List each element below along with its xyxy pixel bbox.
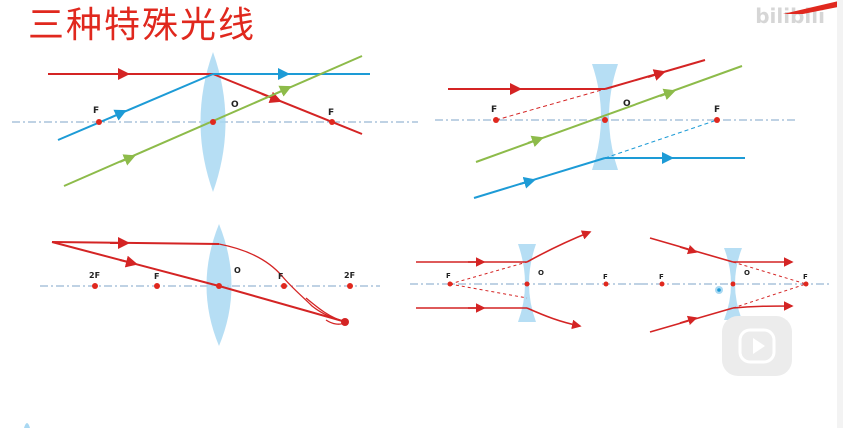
focus-label: F xyxy=(278,272,283,281)
origin-label: O xyxy=(538,269,544,277)
ray-extension-red xyxy=(449,283,528,299)
optical-center xyxy=(602,117,608,123)
focus-label: F xyxy=(446,272,451,280)
play-icon xyxy=(738,328,776,364)
origin-label: O xyxy=(234,266,241,275)
focus-label: F xyxy=(603,273,608,281)
ray-arrow xyxy=(679,245,698,255)
origin-label: O xyxy=(623,99,631,109)
handwritten-trace xyxy=(305,297,348,325)
ray-arrow xyxy=(647,69,666,81)
ray-arrow xyxy=(659,88,676,101)
ray-parallel-red xyxy=(51,241,220,245)
ray-arrow xyxy=(519,176,536,189)
ray-arrow xyxy=(119,154,136,166)
focus-label: F xyxy=(714,105,720,115)
double-focus-label: 2F xyxy=(89,271,100,280)
ray-arrow xyxy=(261,91,282,103)
ray-extension-red xyxy=(495,88,606,121)
handwritten-trace xyxy=(218,243,347,323)
optical-center xyxy=(216,283,222,289)
focus-label: F xyxy=(491,105,497,115)
focus-point-right xyxy=(281,283,287,289)
double-focus-left xyxy=(92,283,98,289)
origin-label: O xyxy=(744,269,750,277)
image-point xyxy=(341,318,349,326)
play-button[interactable] xyxy=(722,316,792,376)
ray-extension-red xyxy=(449,261,528,285)
ray-arrow xyxy=(679,315,698,325)
focus-point-right xyxy=(603,281,609,287)
convex-lens-panel: F O F xyxy=(12,52,418,192)
corner-stripe-icon xyxy=(783,0,843,14)
focus-label: F xyxy=(803,273,808,281)
ray-arrow xyxy=(274,85,292,97)
ray-diverged-red xyxy=(526,230,592,263)
focus-point-right xyxy=(329,119,335,125)
lens-fragment xyxy=(24,423,30,428)
focus-label: F xyxy=(328,108,334,118)
focus-label: F xyxy=(659,273,664,281)
ray-diverged-red xyxy=(526,307,582,330)
convex-lens-2f-panel: 2F F O F 2F xyxy=(40,224,380,346)
focus-point-left xyxy=(96,119,102,125)
optical-center xyxy=(730,281,736,287)
ray-refracted-red xyxy=(218,285,347,323)
concave-lens-panel: F O F xyxy=(435,59,795,199)
ray-arrow xyxy=(109,109,127,121)
optical-center xyxy=(524,281,530,287)
ray-focal-blue xyxy=(57,73,214,141)
concave-lens-converging-panel: F O F xyxy=(640,237,830,333)
focus-point-left xyxy=(447,281,453,287)
ray-parallel-red xyxy=(732,301,794,311)
focus-label: F xyxy=(93,106,99,116)
double-focus-label: 2F xyxy=(344,271,355,280)
scrollbar[interactable] xyxy=(837,0,843,428)
concave-lens-small-panel: F O F xyxy=(410,230,640,330)
marker-dot xyxy=(717,288,721,292)
ray-extension-red xyxy=(732,283,807,309)
focus-point-right xyxy=(714,117,720,123)
focus-point-right xyxy=(803,281,809,287)
page-title: 三种特殊光线 xyxy=(28,5,257,46)
ray-arrow xyxy=(119,255,138,268)
ray-arrow xyxy=(527,135,544,148)
focus-label: F xyxy=(154,272,159,281)
focus-point-left xyxy=(493,117,499,123)
ray-focal-blue xyxy=(473,157,606,199)
focus-point-left xyxy=(659,281,665,287)
ray-extension-red xyxy=(732,261,807,285)
focus-point-left xyxy=(154,283,160,289)
optical-center xyxy=(210,119,216,125)
origin-label: O xyxy=(231,100,239,110)
ray-central-green xyxy=(475,65,743,163)
double-focus-right xyxy=(347,283,353,289)
ray-extension-blue xyxy=(604,119,718,159)
ray-refracted-red xyxy=(212,73,363,135)
